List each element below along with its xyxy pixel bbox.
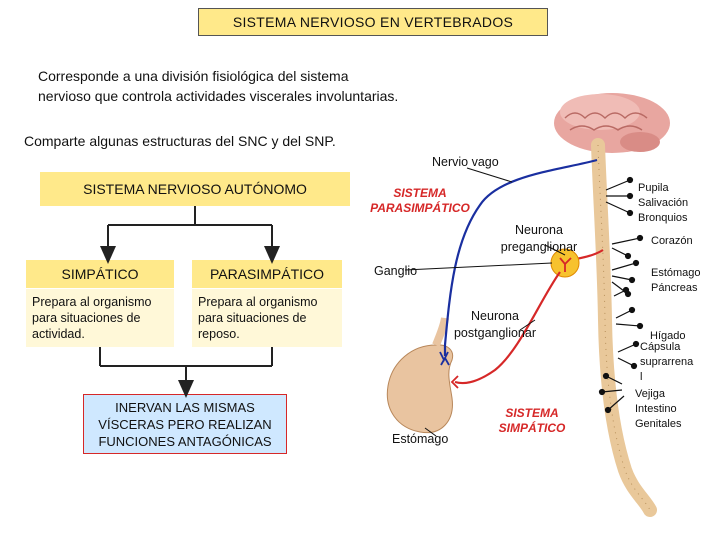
parasympathetic-header: PARASIMPÁTICO xyxy=(192,260,342,288)
shared-structures-text: Comparte algunas estructuras del SNC y d… xyxy=(24,133,336,149)
stomach-illustration xyxy=(386,317,454,434)
organ-branches xyxy=(598,176,644,414)
label-neurona-postganglionar: Neurona postganglionar xyxy=(447,308,543,342)
sympathetic-description: Prepara al organismo para situaciones de… xyxy=(26,289,174,347)
label-sistema-simpatico: SISTEMA SIMPÁTICO xyxy=(484,406,580,436)
antagonistic-functions-box: INERVAN LAS MISMAS VÍSCERAS PERO REALIZA… xyxy=(83,394,287,454)
concept-connectors xyxy=(99,206,280,398)
page-title: SISTEMA NERVIOSO EN VERTEBRADOS xyxy=(198,8,548,36)
label-nervio-vago: Nervio vago xyxy=(432,155,499,169)
intro-text: Corresponde a una división fisiológica d… xyxy=(38,66,478,106)
label-simpatico-line-2: SIMPÁTICO xyxy=(498,421,566,435)
label-preganglionar-line-1: Neurona xyxy=(515,223,563,237)
spinal-cord xyxy=(591,138,657,517)
label-pupila: Pupila xyxy=(638,182,669,194)
leader-nervio-vago xyxy=(466,167,513,183)
label-parasimpatico-line-2: PARASIMPÁTICO xyxy=(370,201,470,215)
label-corazon: Corazón xyxy=(651,235,693,247)
vagus-nerve-path xyxy=(443,158,598,356)
label-higado: Hígado xyxy=(650,330,686,342)
leader-estomago xyxy=(424,427,437,437)
leader-postganglionar xyxy=(519,319,536,331)
label-capsula-line-2: suprarrena xyxy=(640,356,694,368)
leader-lines xyxy=(404,167,566,437)
postganglionic-neuron-path xyxy=(454,271,561,385)
label-pancreas: Páncreas xyxy=(651,282,698,294)
parasympathetic-desc-line-3: reposo. xyxy=(198,327,240,341)
autonomic-system-box: SISTEMA NERVIOSO AUTÓNOMO xyxy=(40,172,350,206)
leader-preganglionar xyxy=(544,244,566,256)
result-line-1: INERVAN LAS MISMAS xyxy=(115,400,255,415)
label-neurona-preganglionar: Neurona preganglionar xyxy=(492,222,586,256)
label-ganglio: Ganglio xyxy=(374,264,418,278)
label-estomago: Estómago xyxy=(392,432,449,446)
brain-illustration xyxy=(554,93,670,153)
organ-group-abdomen: Estómago Páncreas xyxy=(651,266,701,296)
label-estomago-organ: Estómago xyxy=(651,267,701,279)
parasympathetic-desc-line-1: Prepara al organismo xyxy=(198,295,318,309)
leader-ganglio xyxy=(404,262,553,271)
organ-group-head: Pupila Salivación Bronquios xyxy=(638,181,688,226)
parasympathetic-description: Prepara al organismo para situaciones de… xyxy=(192,289,342,347)
label-salivacion: Salivación xyxy=(638,197,689,209)
label-capsula-line-1: Cápsula xyxy=(640,341,681,353)
label-capsula-suprarrenal: Cápsula suprarrena l xyxy=(640,340,693,385)
sympathetic-desc-line-1: Prepara al organismo xyxy=(32,295,152,309)
label-bronquios: Bronquios xyxy=(638,212,688,224)
label-sistema-parasimpatico: SISTEMA PARASIMPÁTICO xyxy=(355,186,485,216)
label-parasimpatico-line-1: SISTEMA xyxy=(393,186,447,200)
label-capsula-line-3: l xyxy=(640,371,643,383)
result-line-3: FUNCIONES ANTAGÓNICAS xyxy=(98,434,272,449)
sympathetic-desc-line-2: para situaciones de xyxy=(32,311,141,325)
parasympathetic-desc-line-2: para situaciones de xyxy=(198,311,307,325)
sympathetic-desc-line-3: actividad. xyxy=(32,327,85,341)
label-simpatico-line-1: SISTEMA xyxy=(505,406,559,420)
label-vejiga: Vejiga xyxy=(635,388,665,400)
label-preganglionar-line-2: preganglionar xyxy=(500,240,578,254)
intro-line-2: nervioso que controla actividades viscer… xyxy=(38,88,399,104)
label-intestino: Intestino xyxy=(635,403,677,415)
label-postganglionar-line-1: Neurona xyxy=(471,309,519,323)
organ-group-pelvis: Vejiga Intestino Genitales xyxy=(635,387,681,432)
result-line-2: VÍSCERAS PERO REALIZAN xyxy=(98,417,272,432)
label-postganglionar-line-2: postganglionar xyxy=(453,326,536,340)
intro-line-1: Corresponde a una división fisiológica d… xyxy=(38,68,349,84)
sympathetic-header: SIMPÁTICO xyxy=(26,260,174,288)
label-genitales: Genitales xyxy=(635,418,682,430)
